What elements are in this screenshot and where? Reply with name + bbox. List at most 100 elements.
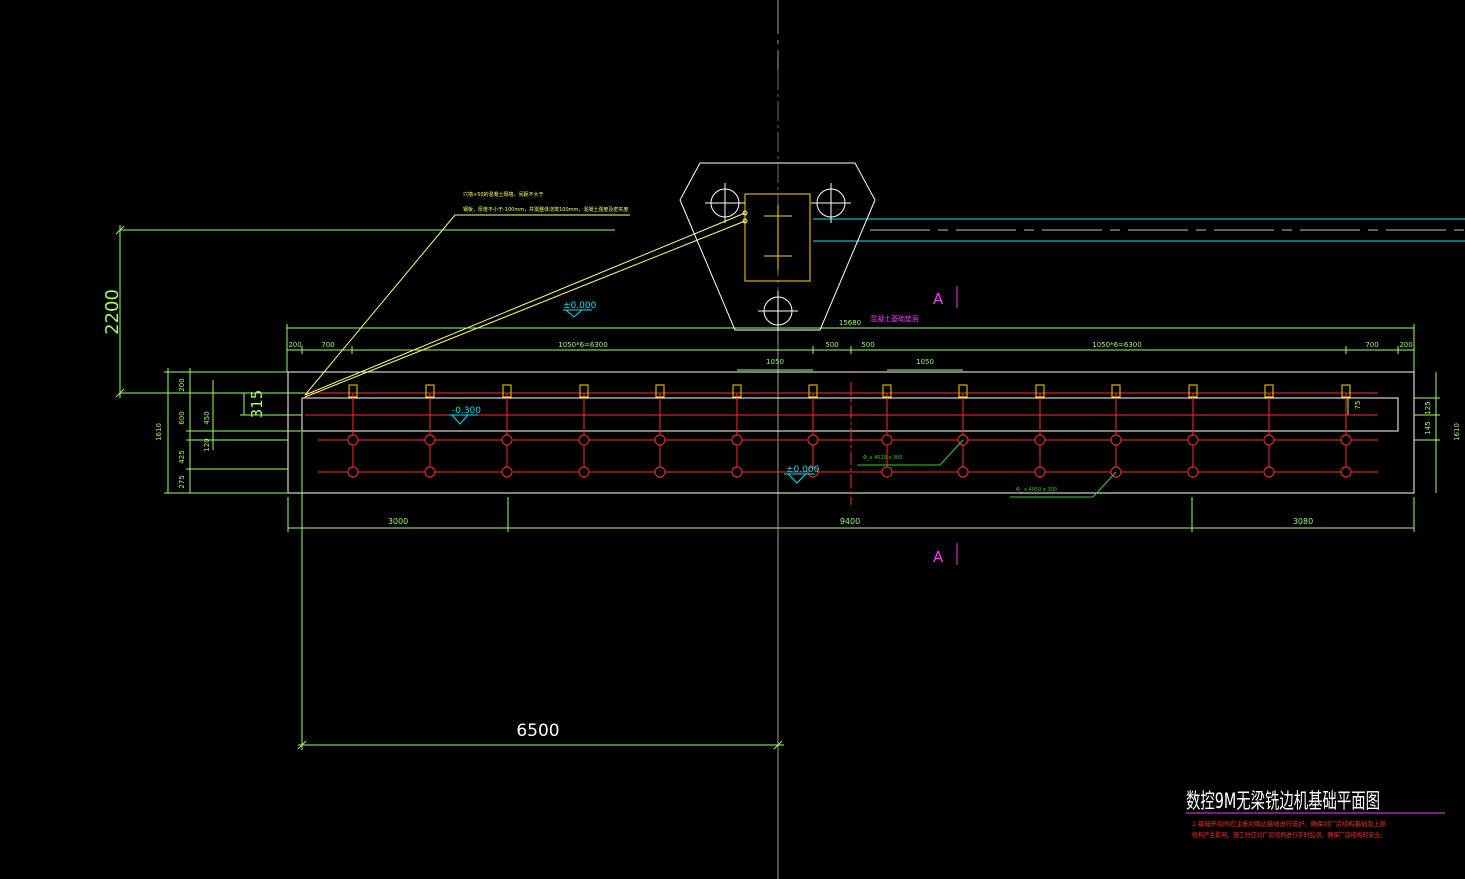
- anchor-plate-2: [502, 384, 512, 398]
- anchor-plate-4: [655, 384, 665, 398]
- dim-right-1: 125: [1424, 401, 1432, 414]
- anchor-bolt-lower-8: [957, 466, 969, 478]
- magenta-label: 混凝土基础垫层: [870, 314, 919, 323]
- top-dimension-lines: [286, 324, 1415, 372]
- dim-bottom-0: 3000: [388, 517, 408, 526]
- anchor-plate-3: [579, 384, 589, 398]
- elev-center-text: ±0.000: [786, 465, 820, 475]
- anchor-bolt-layer: [347, 384, 1352, 478]
- anchor-bolt-upper-11: [1187, 434, 1199, 446]
- note-line-1: 结构产生影响，施工时应对厂房结构进行实时监测，确保厂房结构的安全。: [1192, 830, 1386, 839]
- anchor-bolt-upper-7: [881, 434, 893, 446]
- dim-6500-text: 6500: [516, 721, 559, 741]
- anchor-plate-6: [808, 384, 818, 398]
- anchor-bolt-upper-12: [1263, 434, 1275, 446]
- elev-trench-text: -0.300: [452, 406, 481, 416]
- anchor-plate-5: [732, 384, 742, 398]
- dim-top-seg-4: 500: [825, 341, 838, 349]
- dim-bottom-2: 3080: [1293, 517, 1313, 526]
- station-block: [679, 162, 876, 331]
- anchor-bolt-lower-2: [501, 466, 513, 478]
- dim-bottom-1: 9400: [840, 517, 860, 526]
- drawing-title: 数控9M无梁铣边机基础平面图: [1186, 789, 1380, 813]
- dim-2200-text: 2200: [102, 289, 123, 335]
- dim-315-text: 315: [248, 390, 266, 419]
- anchor-plate-9: [1035, 384, 1045, 398]
- dim-top-seg-3: 1050: [766, 358, 784, 366]
- dim-left-total: 1610: [155, 423, 163, 441]
- anchor-plate-10: [1111, 384, 1121, 398]
- dim-left-0: 200: [178, 378, 186, 391]
- anchor-plate-11: [1188, 384, 1198, 398]
- top-dimension-texts: 15680 200 700 1050*6=6300 1050 500 500 1…: [288, 319, 1412, 366]
- anchor-bolt-lower-12: [1263, 466, 1275, 478]
- dim-inner-75: 75: [1354, 401, 1362, 410]
- right-stack-texts: 145 125 1610 75: [1354, 401, 1461, 441]
- dim-top-overall: 15680: [839, 319, 861, 327]
- anchor-bolt-upper-13: [1340, 434, 1352, 446]
- dim-top-seg-8: 700: [1365, 341, 1378, 349]
- anchor-bolt-lower-11: [1187, 466, 1199, 478]
- anchor-bolt-upper-3: [578, 434, 590, 446]
- leader-note: 穴墙+50的混凝土隔墙，间距不大于 钢板，厚度不小于-100mm，并需整体浇筑1…: [463, 191, 628, 213]
- anchor-plate-8: [958, 384, 968, 398]
- elevation-markers: [449, 309, 815, 484]
- note-line-0: 1.基础开挖时应注意对周边基础进行支护，确保对厂房结构基础及上部: [1192, 819, 1386, 828]
- section-mark-top: A: [933, 290, 944, 308]
- dim-top-seg-7: 1050*6=6300: [1092, 341, 1141, 349]
- leader-note-line-1: 钢板，厚度不小于-100mm，并需整体浇筑100mm，混凝土强度及密实度: [463, 206, 628, 213]
- anchor-bolt-upper-6: [807, 434, 819, 446]
- anchor-bolt-upper-9: [1034, 434, 1046, 446]
- anchor-bolt-lower-1: [424, 466, 436, 478]
- anchor-bolt-lower-9: [1034, 466, 1046, 478]
- rebar-label-texts: Φ_x 4020 x 300 Φ_ x 4050 x 300: [863, 455, 1057, 493]
- section-mark-bottom: A: [933, 548, 944, 566]
- anchor-bolt-lower-5: [731, 466, 743, 478]
- dim-top-seg-5: 500: [861, 341, 874, 349]
- anchor-bolt-lower-3: [578, 466, 590, 478]
- dim-top-seg-9: 200: [1399, 341, 1412, 349]
- anchor-plate-1: [425, 384, 435, 398]
- elevation-texts: ±0.000 -0.300 ±0.000: [452, 301, 820, 475]
- dim-top-seg-2: 1050*6=6300: [558, 341, 607, 349]
- anchor-bolt-lower-7: [881, 466, 893, 478]
- anchor-bolt-lower-0: [347, 466, 359, 478]
- anchor-bolt-upper-0: [347, 434, 359, 446]
- anchor-bolt-upper-4: [654, 434, 666, 446]
- dim-right-total: 1610: [1453, 423, 1461, 441]
- left-stack-texts: 200 600 450 120 425 275 1610: [155, 378, 211, 488]
- cyan-guide-lines: [813, 218, 1465, 242]
- anchor-bolt-lower-13: [1340, 466, 1352, 478]
- anchor-bolt-lower-4: [654, 466, 666, 478]
- dim-left-2: 450: [203, 411, 211, 424]
- bottom-dimension-texts: 3000 9400 3080: [388, 517, 1313, 526]
- right-stack-dims: [1347, 372, 1440, 493]
- anchor-bolt-upper-1: [424, 434, 436, 446]
- elev-top-text: ±0.000: [563, 301, 597, 311]
- drawing-notes: 1.基础开挖时应注意对周边基础进行支护，确保对厂房结构基础及上部 结构产生影响，…: [1192, 819, 1386, 839]
- anchor-plate-7: [882, 384, 892, 398]
- anchor-bolt-upper-2: [501, 434, 513, 446]
- anchor-plate-12: [1264, 384, 1274, 398]
- anchor-plate-0: [348, 384, 358, 398]
- rebar-leaders: [857, 439, 1117, 498]
- leader-note-line-0: 穴墙+50的混凝土隔墙，间距不大于: [463, 191, 544, 198]
- rebar-label-0: Φ_x 4020 x 300: [863, 455, 902, 461]
- dim-top-seg-6: 1050: [916, 358, 934, 366]
- dim-left-1: 600: [178, 411, 186, 424]
- anchor-bolt-upper-10: [1110, 434, 1122, 446]
- anchor-bolt-upper-5: [731, 434, 743, 446]
- rebar-grid: [305, 392, 1378, 473]
- anchor-plate-13: [1341, 384, 1351, 398]
- dim-right-0: 145: [1424, 421, 1432, 434]
- dim-left-5: 275: [178, 475, 186, 488]
- dim-left-3: 120: [203, 438, 211, 451]
- left-stack-dims: [164, 368, 305, 494]
- rebar-label-1: Φ_ x 4050 x 300: [1016, 487, 1057, 493]
- dim-top-seg-0: 200: [288, 341, 301, 349]
- dim-top-seg-1: 700: [321, 341, 334, 349]
- leader-lines: [304, 210, 748, 398]
- dim-left-4: 425: [178, 450, 186, 463]
- bottom-dimension-lines: [287, 432, 1415, 750]
